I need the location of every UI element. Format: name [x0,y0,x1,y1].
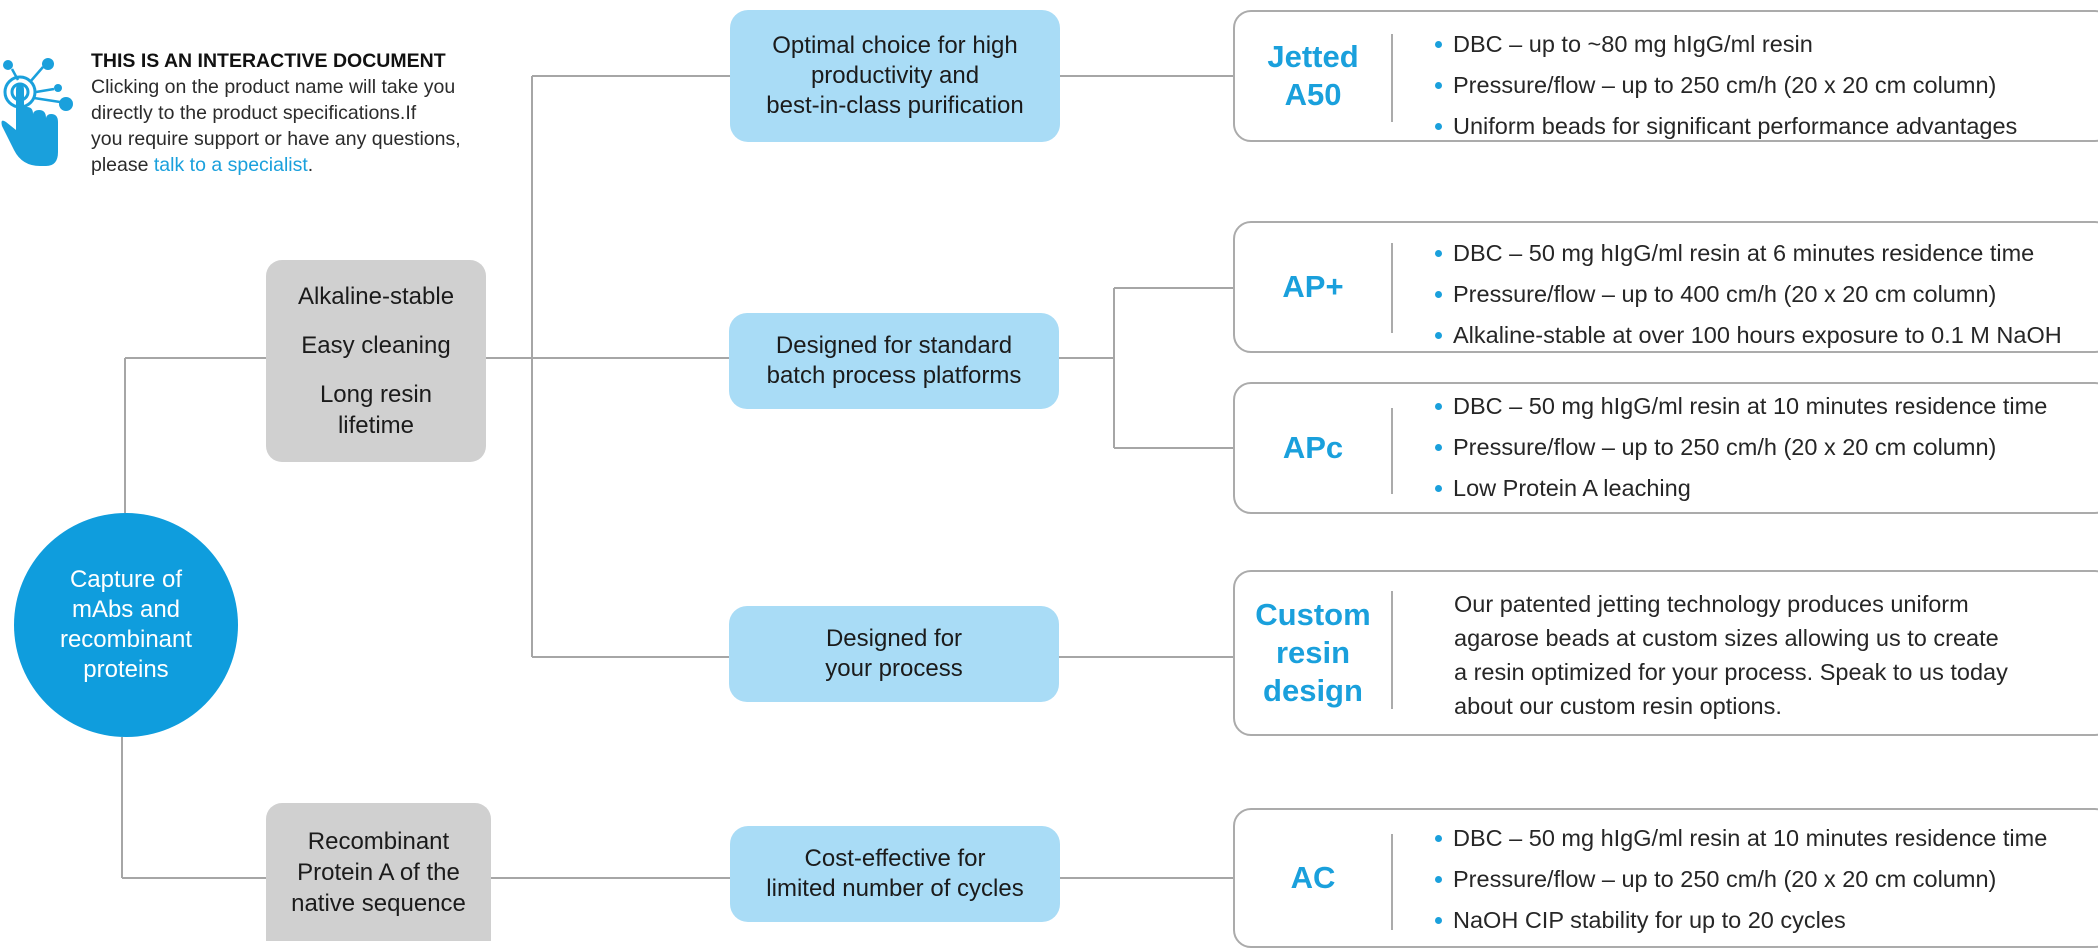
product-card-ac: AC DBC – 50 mg hIgG/ml resin at 10 minut… [1233,808,2098,948]
spec-item: Alkaline-stable at over 100 hours exposu… [1435,315,2062,356]
bullet-icon [1435,444,1442,451]
bullet-icon [1435,876,1442,883]
bullet-icon [1435,332,1442,339]
spec-list: DBC – 50 mg hIgG/ml resin at 6 minutes r… [1435,233,2062,356]
spec-item: DBC – 50 mg hIgG/ml resin at 10 minutes … [1435,818,2047,859]
feature-box-recombinant: Recombinant Protein A of the native sequ… [266,803,491,941]
bullet-icon [1435,123,1442,130]
feature-label: Alkaline-stable [297,283,455,310]
talk-to-specialist-link[interactable]: talk to a specialist [153,154,308,176]
touch-hand-icon [1,58,73,166]
feature-label: Long resin lifetime [319,381,433,439]
bullet-icon [1435,485,1442,492]
spec-list: DBC – 50 mg hIgG/ml resin at 10 minutes … [1435,386,2047,509]
product-name-link[interactable]: APc [1282,430,1344,465]
feature-box-alkaline: Alkaline-stable Easy cleaning Long resin… [266,260,486,462]
product-card-ap-plus: AP+ DBC – 50 mg hIgG/ml resin at 6 minut… [1233,221,2098,353]
bullet-icon [1435,82,1442,89]
spec-item: DBC – 50 mg hIgG/ml resin at 10 minutes … [1435,386,2047,427]
spec-list: DBC – up to ~80 mg hIgG/ml resin Pressur… [1435,24,2017,147]
category-your-process: Designed for your process [729,606,1059,702]
spec-item: Pressure/flow – up to 250 cm/h (20 x 20 … [1435,65,2017,106]
spec-item: NaOH CIP stability for up to 20 cycles [1435,900,2047,941]
spec-item: Pressure/flow – up to 250 cm/h (20 x 20 … [1435,859,2047,900]
spec-list: DBC – 50 mg hIgG/ml resin at 10 minutes … [1435,818,2047,941]
intro-text-line-2: directly to the product specifications.I… [91,102,417,124]
spec-item: Uniform beads for significant performanc… [1435,106,2017,147]
product-card-apc: APc DBC – 50 mg hIgG/ml resin at 10 minu… [1233,382,2098,514]
spec-item: Pressure/flow – up to 250 cm/h (20 x 20 … [1435,427,2047,468]
bullet-icon [1435,917,1442,924]
root-node: Capture of mAbs and recombinant proteins [14,513,238,737]
product-card-custom-resin: Custom resin design Our patented jetting… [1233,570,2098,736]
intro-text-line-1: Clicking on the product name will take y… [91,76,456,98]
card-divider [1391,408,1393,494]
product-name-link[interactable]: Custom resin design [1255,597,1371,708]
card-divider [1391,243,1393,333]
interactive-document-note: THIS IS AN INTERACTIVE DOCUMENT Clicking… [91,48,491,178]
intro-text-line-3: you require support or have any question… [91,128,461,150]
product-name-link[interactable]: AP+ [1282,269,1344,304]
category-standard-batch: Designed for standard batch process plat… [729,313,1059,409]
card-divider [1391,591,1393,709]
category-cost-effective: Cost-effective for limited number of cyc… [730,826,1060,922]
spec-item: Low Protein A leaching [1435,468,2047,509]
feature-label: Easy cleaning [301,332,451,359]
intro-heading: THIS IS AN INTERACTIVE DOCUMENT [91,50,446,72]
bullet-icon [1435,291,1442,298]
spec-item: DBC – up to ~80 mg hIgG/ml resin [1435,24,2017,65]
card-divider [1391,834,1393,930]
bullet-icon [1435,403,1442,410]
bullet-icon [1435,41,1442,48]
product-card-jetted-a50: Jetted A50 DBC – up to ~80 mg hIgG/ml re… [1233,10,2098,142]
category-high-productivity: Optimal choice for high productivity and… [730,10,1060,142]
feature-label: Recombinant Protein A of the native sequ… [291,827,466,917]
intro-text-line-4: please [91,154,154,176]
product-name-link[interactable]: Jetted A50 [1267,39,1359,112]
bullet-icon [1435,250,1442,257]
product-name-link[interactable]: AC [1290,860,1336,895]
card-divider [1391,34,1393,122]
bullet-icon [1435,835,1442,842]
spec-item: DBC – 50 mg hIgG/ml resin at 6 minutes r… [1435,233,2062,274]
spec-item: Pressure/flow – up to 400 cm/h (20 x 20 … [1435,274,2062,315]
intro-text-suffix: . [307,154,314,176]
custom-resin-description: Our patented jetting technology produces… [1454,591,2008,719]
